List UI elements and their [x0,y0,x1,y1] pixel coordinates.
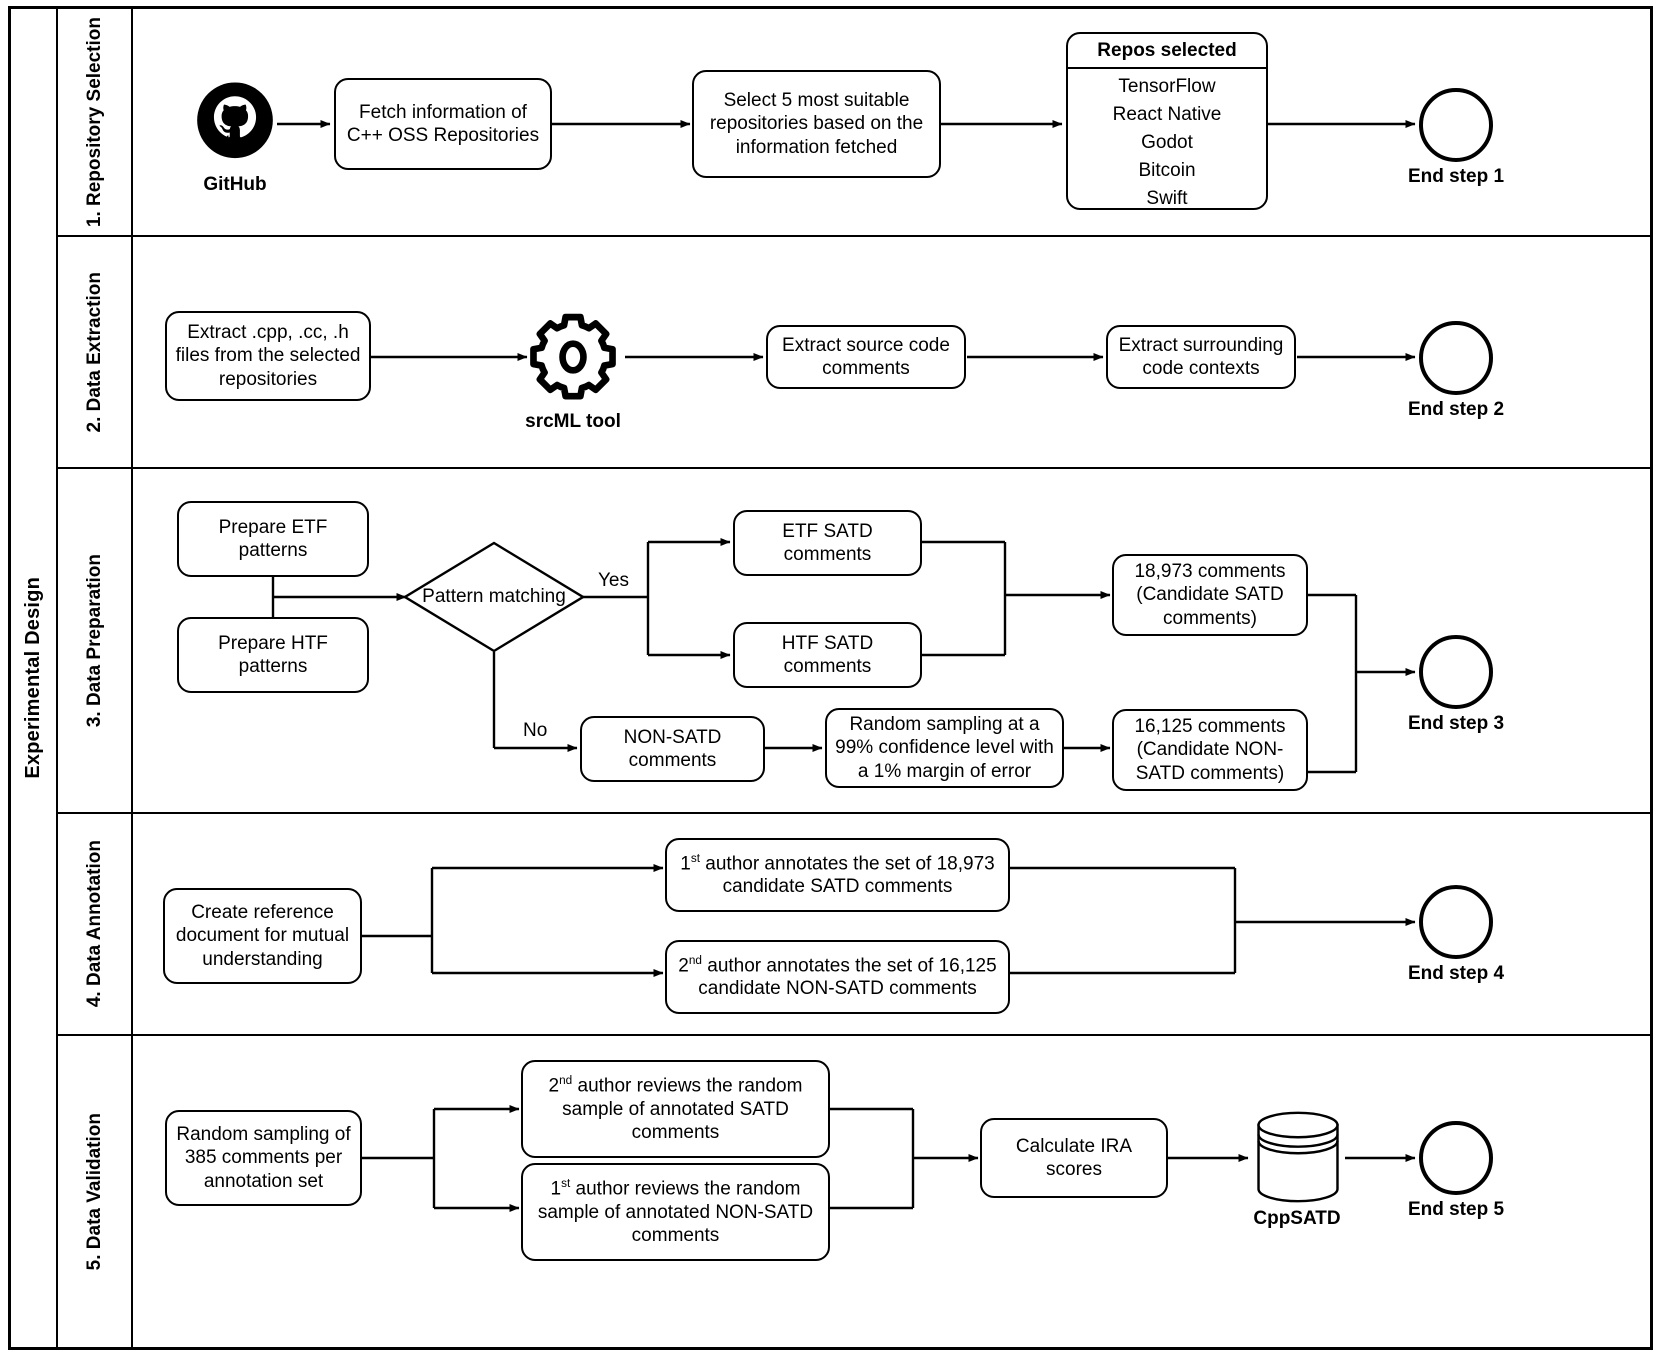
github-icon-label: GitHub [203,174,267,195]
lane-label-data-preparation: 3. Data Preparation [58,469,133,814]
task-etf-satd-comments[interactable]: ETF SATD comments [733,510,922,576]
ordinal-rest: author annotates the set of 18,973 candi… [700,852,995,898]
ordinal-rest: author reviews the random sample of anno… [562,1075,803,1143]
end-event-step-1 [1419,88,1493,162]
lane-label-text: 2. Data Extraction [83,271,105,433]
task-extract-surrounding-code-contexts[interactable]: Extract surrounding code contexts [1106,325,1296,389]
lane-label-repository-selection: 1. Repository Selection [58,9,133,237]
task-prepare-htf-patterns[interactable]: Prepare HTF patterns [177,617,369,693]
ordinal-suffix: st [690,851,700,865]
lane-body-repository-selection [133,9,1650,237]
ordinal-rest: author annotates the set of 16,125 candi… [698,954,997,1000]
task-non-satd-comments[interactable]: NON-SATD comments [580,716,765,782]
lane-label-text: 3. Data Preparation [83,553,105,728]
task-first-author-annotates-label: 1st author annotates the set of 18,973 c… [669,852,1006,899]
list-item: Bitcoin [1138,160,1196,182]
end-event-step-2 [1419,321,1493,395]
lane-body-data-annotation [133,814,1650,1036]
task-first-author-annotates[interactable]: 1st author annotates the set of 18,973 c… [665,838,1010,912]
database-icon-label: CppSATD [1253,1208,1341,1229]
decision-pattern-matching[interactable]: Pattern matching [403,541,585,653]
ordinal-rest: author reviews the random sample of anno… [537,1178,814,1246]
lane-body-data-preparation [133,469,1650,814]
task-calculate-ira-scores[interactable]: Calculate IRA scores [980,1118,1168,1198]
database-icon [1250,1110,1346,1204]
repos-selected-box: Repos selected TensorFlow React Native G… [1066,32,1268,210]
data-candidate-satd-comments: 18,973 comments (Candidate SATD comments… [1112,554,1308,636]
ordinal-suffix: nd [559,1074,573,1088]
end-event-step-1-label: End step 1 [1407,166,1505,187]
ordinal-number: 1 [550,1178,562,1200]
end-event-step-3-label: End step 3 [1407,713,1505,734]
task-random-sampling-385[interactable]: Random sampling of 385 comments per anno… [165,1110,362,1206]
decision-pattern-matching-label: Pattern matching [422,586,566,607]
end-event-step-3 [1419,635,1493,709]
list-item: TensorFlow [1118,76,1216,97]
lane-label-data-extraction: 2. Data Extraction [58,237,133,469]
ordinal-suffix: st [561,1177,571,1191]
task-second-author-reviews[interactable]: 2nd author reviews the random sample of … [521,1060,830,1158]
gear-icon [524,310,622,405]
task-create-reference-document[interactable]: Create reference document for mutual und… [163,888,362,984]
end-event-step-5 [1419,1121,1493,1195]
end-event-step-4-label: End step 4 [1407,963,1505,984]
pool-label-text: Experimental Design [22,577,44,779]
lane-label-data-validation: 5. Data Validation [58,1036,133,1347]
task-first-author-reviews-label: 1st author reviews the random sample of … [525,1177,826,1247]
task-first-author-reviews[interactable]: 1st author reviews the random sample of … [521,1163,830,1261]
pool-label: Experimental Design [11,9,58,1347]
end-event-step-5-label: End step 5 [1407,1199,1505,1220]
diagram-outer-frame [8,6,1653,1350]
task-second-author-reviews-label: 2nd author reviews the random sample of … [525,1074,826,1144]
lane-body-data-extraction [133,237,1650,469]
ordinal-number: 2 [678,954,689,976]
task-select-repositories[interactable]: Select 5 most suitable repositories base… [692,70,941,178]
task-extract-files[interactable]: Extract .cpp, .cc, .h files from the sel… [165,311,371,401]
github-icon [192,78,278,166]
task-second-author-annotates[interactable]: 2nd author annotates the set of 16,125 c… [665,940,1010,1014]
task-random-sampling-99[interactable]: Random sampling at a 99% confidence leve… [825,708,1064,788]
ordinal-number: 2 [548,1075,560,1097]
end-event-step-2-label: End step 2 [1407,399,1505,420]
lane-label-text: 5. Data Validation [83,1112,105,1271]
lane-label-text: 4. Data Annotation [83,840,105,1008]
list-item: React Native [1112,104,1222,126]
data-candidate-non-satd-comments: 16,125 comments (Candidate NON-SATD comm… [1112,709,1308,791]
task-fetch-information[interactable]: Fetch information of C++ OSS Repositorie… [334,78,552,170]
task-prepare-etf-patterns[interactable]: Prepare ETF patterns [177,501,369,577]
edge-label-yes: Yes [598,570,629,591]
task-extract-source-code-comments[interactable]: Extract source code comments [766,325,966,389]
srcml-tool-label: srcML tool [525,411,621,432]
end-event-step-4 [1419,885,1493,959]
repos-selected-list: TensorFlow React Native Godot Bitcoin Sw… [1068,69,1266,210]
ordinal-number: 1 [680,852,691,874]
repos-selected-title: Repos selected [1068,34,1266,69]
lane-label-text: 1. Repository Selection [83,16,105,228]
task-htf-satd-comments[interactable]: HTF SATD comments [733,622,922,688]
list-item: Swift [1146,188,1188,210]
lane-label-data-annotation: 4. Data Annotation [58,814,133,1036]
ordinal-suffix: nd [688,953,702,967]
edge-label-no: No [523,720,548,741]
task-second-author-annotates-label: 2nd author annotates the set of 16,125 c… [669,954,1006,1001]
list-item: Godot [1141,132,1193,154]
